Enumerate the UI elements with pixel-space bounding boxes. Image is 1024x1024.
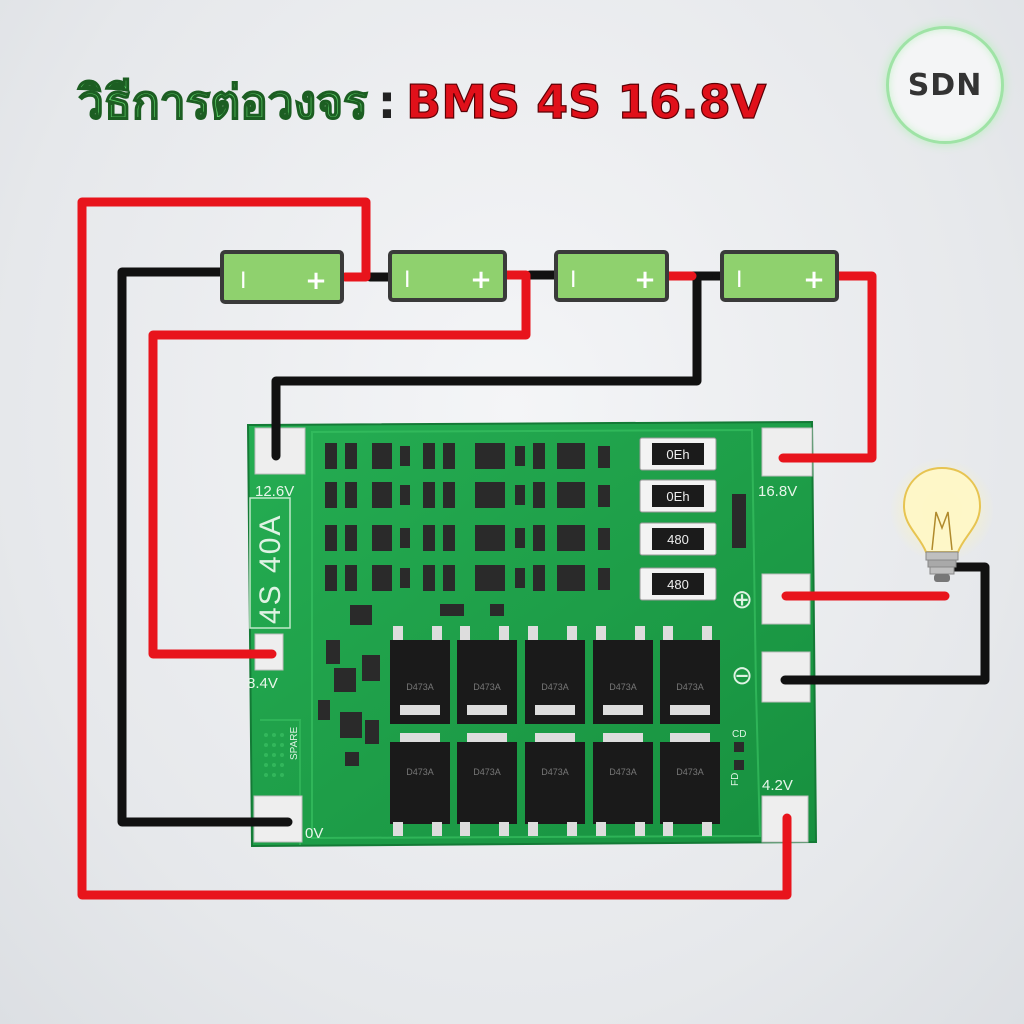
label-8v4: 8.4V xyxy=(247,675,278,692)
mosfet: D473A xyxy=(525,733,585,836)
svg-text:D473A: D473A xyxy=(406,682,434,692)
title-separator: : xyxy=(377,75,397,129)
battery-pack: I + I + I + I + xyxy=(220,250,839,304)
mosfet: D473A xyxy=(660,626,720,724)
svg-text:D473A: D473A xyxy=(541,767,569,777)
svg-text:D473A: D473A xyxy=(541,682,569,692)
plus-symbol: ⊕ xyxy=(731,585,753,615)
battery-pos-label: + xyxy=(803,265,825,295)
mosfet: D473A xyxy=(593,626,653,724)
svg-text:D473A: D473A xyxy=(609,767,637,777)
wire-8v4 xyxy=(148,270,531,659)
battery-neg-label: I xyxy=(404,268,411,293)
page-title: วิธีการต่อวงจร:BMS 4S 16.8V xyxy=(77,72,767,142)
light-bulb-icon xyxy=(890,458,994,582)
svg-text:D473A: D473A xyxy=(473,682,501,692)
mosfet: D473A xyxy=(390,733,450,836)
battery-pos-label: + xyxy=(634,265,656,295)
title-thai: วิธีการต่อวงจร xyxy=(77,74,368,130)
resistor-label-4: 480 xyxy=(667,577,689,592)
bms-board: 0Eh 0Eh 480 480 D473A D473A D473A D473A … xyxy=(246,420,818,848)
minus-symbol: ⊖ xyxy=(731,661,753,691)
battery-cell-2: I + xyxy=(388,250,507,302)
mosfet-row-top: D473A D473A D473A D473A D473A xyxy=(390,626,720,724)
label-0v: 0V xyxy=(305,825,323,842)
svg-text:4S 40A: 4S 40A xyxy=(254,514,287,624)
sdn-logo: SDN xyxy=(886,26,1004,144)
svg-text:D473A: D473A xyxy=(473,767,501,777)
wire-16v8 xyxy=(778,271,877,463)
mosfet: D473A xyxy=(457,733,517,836)
svg-text:D473A: D473A xyxy=(676,682,704,692)
label-cd: CD xyxy=(732,729,746,740)
battery-neg-label: I xyxy=(570,268,577,293)
mosfet: D473A xyxy=(390,626,450,724)
svg-text:D473A: D473A xyxy=(676,767,704,777)
resistor-label-2: 0Eh xyxy=(666,489,689,504)
pad-16v8[interactable] xyxy=(761,427,813,477)
wires xyxy=(77,197,990,900)
label-spare: SPARE xyxy=(289,727,300,760)
label-16v8: 16.8V xyxy=(758,483,797,500)
title-main: BMS 4S 16.8V xyxy=(406,74,767,129)
shunt-resistors: 0Eh 0Eh 480 480 xyxy=(639,437,717,601)
logo-text: SDN xyxy=(907,67,983,103)
wire-12v6 xyxy=(271,271,713,461)
label-4v2: 4.2V xyxy=(762,777,793,794)
battery-neg-label: I xyxy=(240,269,247,294)
label-12v6: 12.6V xyxy=(255,483,294,500)
smd-components xyxy=(318,443,746,770)
wire-4v2 xyxy=(77,197,792,900)
battery-cell-3: I + xyxy=(554,250,669,302)
resistor-label-1: 0Eh xyxy=(666,447,689,462)
wire-0v xyxy=(117,267,293,827)
battery-neg-label: I xyxy=(736,268,743,293)
battery-pos-label: + xyxy=(470,265,492,295)
battery-cell-1: I + xyxy=(220,250,344,304)
svg-text:D473A: D473A xyxy=(609,682,637,692)
mosfet: D473A xyxy=(660,733,720,836)
label-fd: FD xyxy=(730,773,741,786)
mosfet: D473A xyxy=(457,626,517,724)
board-model-label: 4S 40A xyxy=(249,497,291,629)
mosfet: D473A xyxy=(525,626,585,724)
battery-pos-label: + xyxy=(305,266,327,296)
svg-text:D473A: D473A xyxy=(406,767,434,777)
resistor-label-3: 480 xyxy=(667,532,689,547)
mosfet: D473A xyxy=(593,733,653,836)
mosfet-row-bottom: D473A D473A D473A D473A D473A xyxy=(390,733,720,836)
battery-cell-4: I + xyxy=(720,250,839,302)
wire-load-minus xyxy=(780,562,990,685)
